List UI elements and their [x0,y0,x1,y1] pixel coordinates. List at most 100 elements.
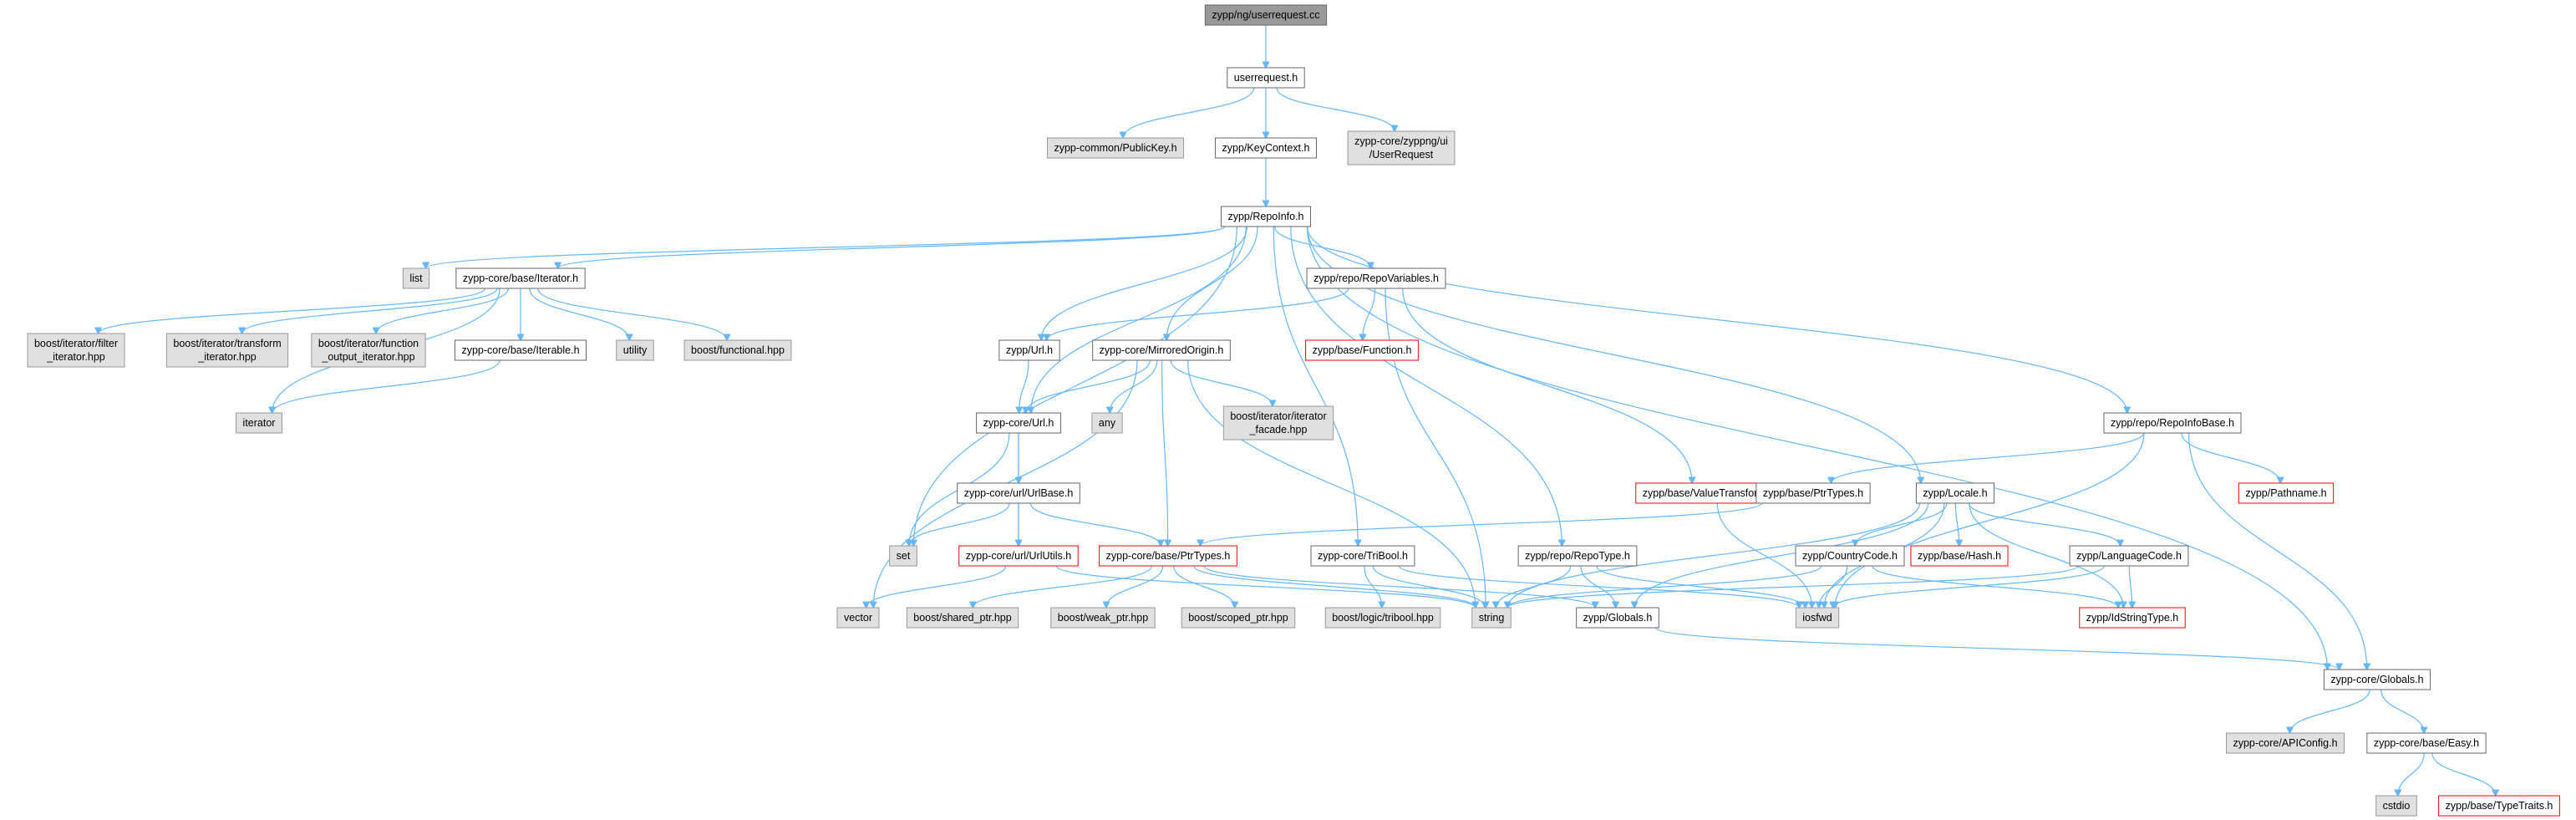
edge-arrow [1819,565,1848,608]
node-zypp-base-typetraits-h[interactable]: zypp/base/TypeTraits.h [2438,795,2560,817]
node-zypp-core-base-easy-h[interactable]: zypp-core/base/Easy.h [2366,732,2487,754]
node-zypp-base-hash-h[interactable]: zypp/base/Hash.h [1910,545,2009,567]
edge-arrow [1173,565,1235,608]
node-box [1755,482,1871,504]
edge-arrow [1496,565,1572,608]
node-box [2103,412,2242,434]
edge-arrow [1029,502,1161,546]
node-label: zypp-core/APIConfig.h [2233,737,2337,749]
node-zypp-idstringtype-h[interactable]: zypp/IdStringType.h [2079,607,2186,629]
node-userrequest-h[interactable]: userrequest.h [1227,67,1305,89]
node-boost-scoped-ptr-hpp: boost/scoped_ptr.hpp [1181,607,1296,629]
node-zypp-ng-userrequest-cc[interactable]: zypp/ng/userrequest.cc [1204,4,1328,26]
node-iosfwd: iosfwd [1795,607,1840,629]
node-label: _facade.hpp [1249,424,1308,435]
node-zypp-languagecode-h[interactable]: zypp/LanguageCode.h [2069,545,2189,567]
node-label: utility [623,344,648,356]
edge-arrow [99,288,486,334]
node-label: boost/iterator/iterator [1230,410,1326,422]
edge-arrow [1106,565,1164,608]
node-zypp-countrycode-h[interactable]: zypp/CountryCode.h [1795,545,1905,567]
node-label: zypp-core/base/Iterable.h [461,344,579,356]
edge-arrow [1306,226,2127,413]
node-box [836,607,880,629]
node-zypp-locale-h[interactable]: zypp/Locale.h [1915,482,1995,504]
node-label: zypp-core/Globals.h [2330,674,2423,685]
edge-arrow [1507,502,1921,608]
node-zypp-base-ptrtypes-h[interactable]: zypp/base/PtrTypes.h [1755,482,1871,504]
edge-arrow [1402,288,1692,483]
edge-arrow [1372,565,1485,608]
node-box [998,339,1060,361]
node-box [1091,412,1123,434]
edge-arrow [1507,565,1822,608]
edge-arrow [426,226,1226,268]
node-label: iosfwd [1802,612,1832,624]
node-zypp-pathname-h[interactable]: zypp/Pathname.h [2238,482,2335,504]
node-zypp-url-h[interactable]: zypp/Url.h [998,339,1060,361]
node-label: string [1479,612,1505,624]
node-box [1046,137,1185,159]
node-label: zypp/repo/RepoInfoBase.h [2111,417,2234,429]
node-box [1204,4,1328,26]
node-box [958,545,1079,567]
node-zypp-core-base-iterable-h[interactable]: zypp-core/base/Iterable.h [454,339,587,361]
node-list: list [402,267,430,289]
node-zypp-core-url-urlutils-h[interactable]: zypp-core/url/UrlUtils.h [958,545,1079,567]
node-zypp-core-globals-h[interactable]: zypp-core/Globals.h [2323,669,2431,690]
node-boost-functional-hpp: boost/functional.hpp [683,339,792,361]
node-zypp-core-apiconfig-h: zypp-core/APIConfig.h [2225,732,2345,754]
node-box [976,412,1061,434]
edge-arrow [1969,502,2123,608]
node-iterator: iterator [236,412,282,434]
node-label: cstdio [2383,800,2411,812]
edge-arrow [1193,565,1476,608]
edge-arrow [537,288,727,340]
edge-arrow [1161,359,1168,546]
node-zypp-keycontext-h[interactable]: zypp/KeyContext.h [1215,137,1317,159]
edge-arrow [529,288,629,340]
node-boost-iterator-transform-iterator-hpp: boost/iterator/transform_iterator.hpp [165,333,289,368]
edge-arrow [1187,359,1476,608]
node-zypp-repoinfo-h[interactable]: zypp/RepoInfo.h [1220,206,1312,227]
node-label: boost/functional.hpp [691,344,785,356]
edge-arrow [1047,288,1349,340]
edge-arrow [272,359,500,413]
node-label: boost/weak_ptr.hpp [1058,612,1148,624]
node-label: zypp-core/base/Iterator.h [463,272,578,284]
node-box [1324,607,1441,629]
node-box [1310,545,1415,567]
node-zypp-base-function-h[interactable]: zypp/base/Function.h [1305,339,1419,361]
edge-arrow [1872,565,2118,608]
node-box [454,339,587,361]
node-zypp-core-base-iterator-h[interactable]: zypp-core/base/Iterator.h [455,267,586,289]
node-zypp-core-base-ptrtypes-h[interactable]: zypp-core/base/PtrTypes.h [1099,545,1237,567]
node-cstdio: cstdio [2375,795,2417,817]
node-zypp-core-mirroredorigin-h[interactable]: zypp-core/MirroredOrigin.h [1092,339,1231,361]
node-label: zypp-core/Url.h [983,417,1054,429]
node-zypp-repo-repovariables-h[interactable]: zypp/repo/RepoVariables.h [1306,267,1446,289]
node-label: zypp-core/TriBool.h [1318,550,1408,562]
node-label: _iterator.hpp [46,351,105,363]
node-zypp-core-url-urlbase-h[interactable]: zypp-core/url/UrlBase.h [957,482,1080,504]
node-label: boost/shared_ptr.hpp [913,612,1011,624]
node-box [1576,607,1659,629]
node-zypp-core-tribool-h[interactable]: zypp-core/TriBool.h [1310,545,1415,567]
edges-layer [99,25,2496,796]
node-label: zypp/base/TypeTraits.h [2446,800,2553,812]
node-zypp-globals-h[interactable]: zypp/Globals.h [1576,607,1659,629]
node-label: zypp-core/zyppng/ui [1354,135,1448,147]
node-box [957,482,1080,504]
node-label: zypp/RepoInfo.h [1227,211,1303,222]
edge-arrow [913,226,1237,546]
node-label: zypp-core/url/UrlUtils.h [966,550,1071,562]
edge-arrow [1273,226,1358,546]
node-zypp-repo-repoinfobase-h[interactable]: zypp/repo/RepoInfoBase.h [2103,412,2242,434]
edge-arrow [2129,565,2131,608]
node-label: vector [844,612,872,624]
node-zypp-repo-repotype-h[interactable]: zypp/repo/RepoType.h [1517,545,1638,567]
edge-arrow [1969,502,2121,546]
node-zypp-core-url-h[interactable]: zypp-core/Url.h [976,412,1061,434]
node-label: zypp/Url.h [1006,344,1053,356]
